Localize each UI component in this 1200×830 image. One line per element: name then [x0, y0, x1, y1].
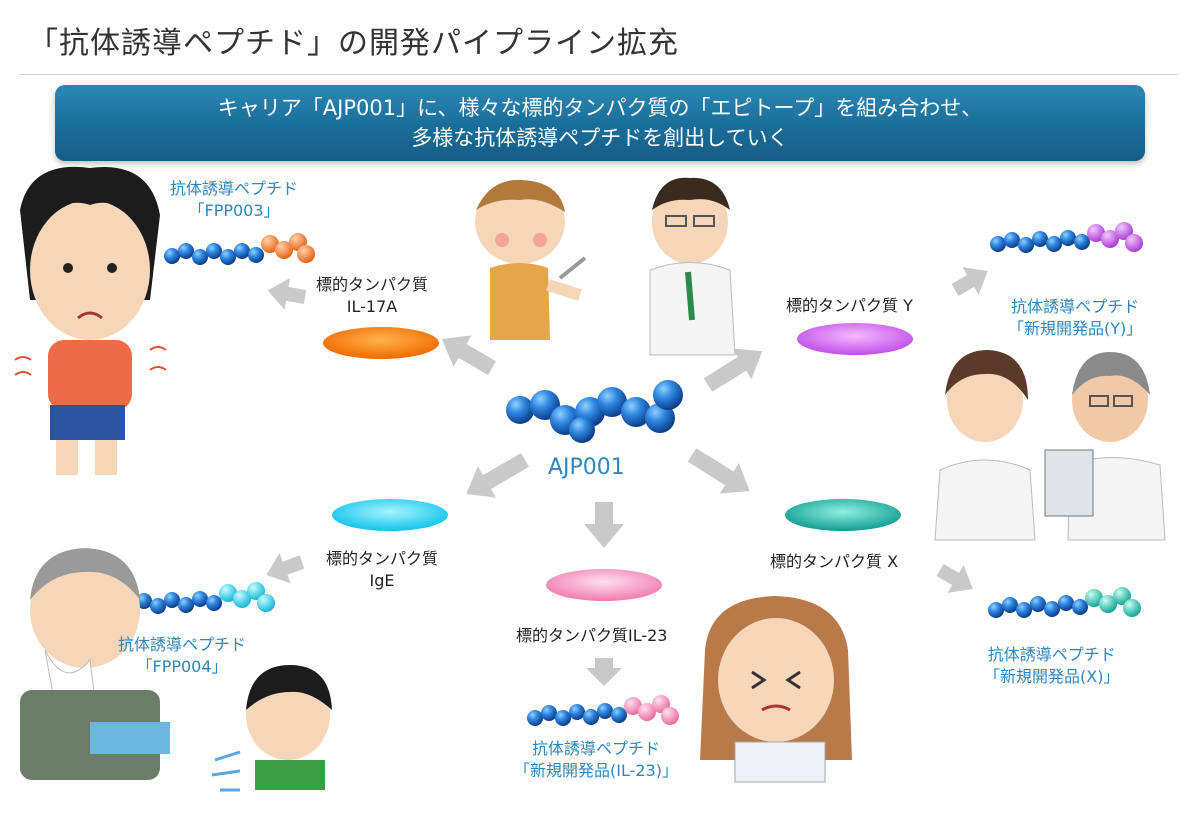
fpp003-line2: 「FPP003」: [188, 201, 280, 220]
researchers-illustration: [934, 350, 1166, 541]
fpp003-line1: 抗体誘導ペプチド: [170, 179, 299, 198]
il23-peptide-chain: [527, 695, 679, 726]
x-product-line2: 「新規開発品(X)」: [984, 667, 1120, 686]
y-product-line1: 抗体誘導ペプチド: [1011, 297, 1140, 316]
y-peptide-chain: [990, 222, 1143, 253]
ige-target-line2: IgE: [369, 571, 395, 590]
ige-target-line1: 標的タンパク質: [326, 549, 439, 568]
x-product-label: 抗体誘導ペプチド 「新規開発品(X)」: [984, 644, 1119, 688]
arrow-y-to-product: [951, 267, 988, 297]
il17a-target-oval: [323, 327, 439, 359]
boy-sneezing-illustration: [211, 665, 332, 792]
x-product-line1: 抗体誘導ペプチド: [987, 645, 1116, 664]
banner-line-1: キャリア「AJP001」に、様々な標的タンパク質の「エピトープ」を組み合わせ、: [217, 96, 983, 120]
x-peptide-chain: [988, 587, 1141, 618]
il23-target-oval: [546, 569, 662, 601]
fpp004-peptide-chain: [122, 582, 275, 614]
arrow-il23-to-product: [586, 658, 622, 686]
ajp001-carrier-molecule: [506, 380, 683, 443]
ige-target-label: 標的タンパク質 IgE: [326, 548, 438, 592]
arrow-to-x: [687, 448, 750, 494]
arrow-to-il17a: [441, 335, 496, 375]
arrow-ige-to-product: [266, 553, 305, 584]
y-target-label: 標的タンパク質 Y: [786, 296, 913, 315]
boy-with-rash-illustration: [14, 166, 167, 475]
il23-target-label: 標的タンパク質IL-23: [516, 626, 668, 645]
y-target-oval: [797, 323, 913, 355]
x-target-label: 標的タンパク質 X: [770, 552, 899, 571]
x-target-oval: [785, 499, 901, 531]
summary-banner: キャリア「AJP001」に、様々な標的タンパク質の「エピトープ」を組み合わせ、 …: [55, 85, 1145, 161]
fpp004-line1: 抗体誘導ペプチド: [118, 635, 247, 654]
banner-line-2: 多様な抗体誘導ペプチドを創出していく: [411, 126, 789, 150]
doctor-illustration: [649, 177, 736, 356]
elderly-man-sneezing-illustration: [20, 548, 170, 780]
arrow-to-il23: [584, 502, 624, 548]
arrow-il17a-to-product: [267, 278, 307, 310]
girl-with-acne-illustration: [700, 596, 852, 783]
y-product-label: 抗体誘導ペプチド 「新規開発品(Y)」: [1008, 296, 1142, 340]
arrow-to-y: [703, 348, 763, 392]
y-product-line2: 「新規開発品(Y)」: [1008, 319, 1143, 338]
arrows: [266, 267, 988, 686]
il23-product-label: 抗体誘導ペプチド 「新規開発品(IL-23)」: [514, 738, 678, 782]
il17a-target-line2: IL-17A: [346, 297, 398, 316]
title-divider: [20, 74, 1178, 75]
fpp004-product-label: 抗体誘導ペプチド 「FPP004」: [118, 634, 246, 678]
ajp001-label: AJP001: [548, 455, 625, 480]
fpp003-product-label: 抗体誘導ペプチド 「FPP003」: [170, 178, 298, 222]
il17a-target-label: 標的タンパク質 IL-17A: [316, 274, 428, 318]
page-title: 「抗体誘導ペプチド」の開発パイプライン拡充: [28, 26, 679, 61]
il23-product-line1: 抗体誘導ペプチド: [531, 739, 660, 758]
child-injection-illustration: [475, 179, 587, 340]
fpp003-peptide-chain: [164, 233, 315, 265]
il23-product-line2: 「新規開発品(IL-23)」: [514, 761, 678, 780]
arrow-x-to-product: [936, 563, 973, 593]
fpp004-line2: 「FPP004」: [136, 657, 228, 676]
arrow-to-ige: [466, 453, 529, 498]
ige-target-oval: [332, 499, 448, 531]
il17a-target-line1: 標的タンパク質: [316, 275, 429, 294]
